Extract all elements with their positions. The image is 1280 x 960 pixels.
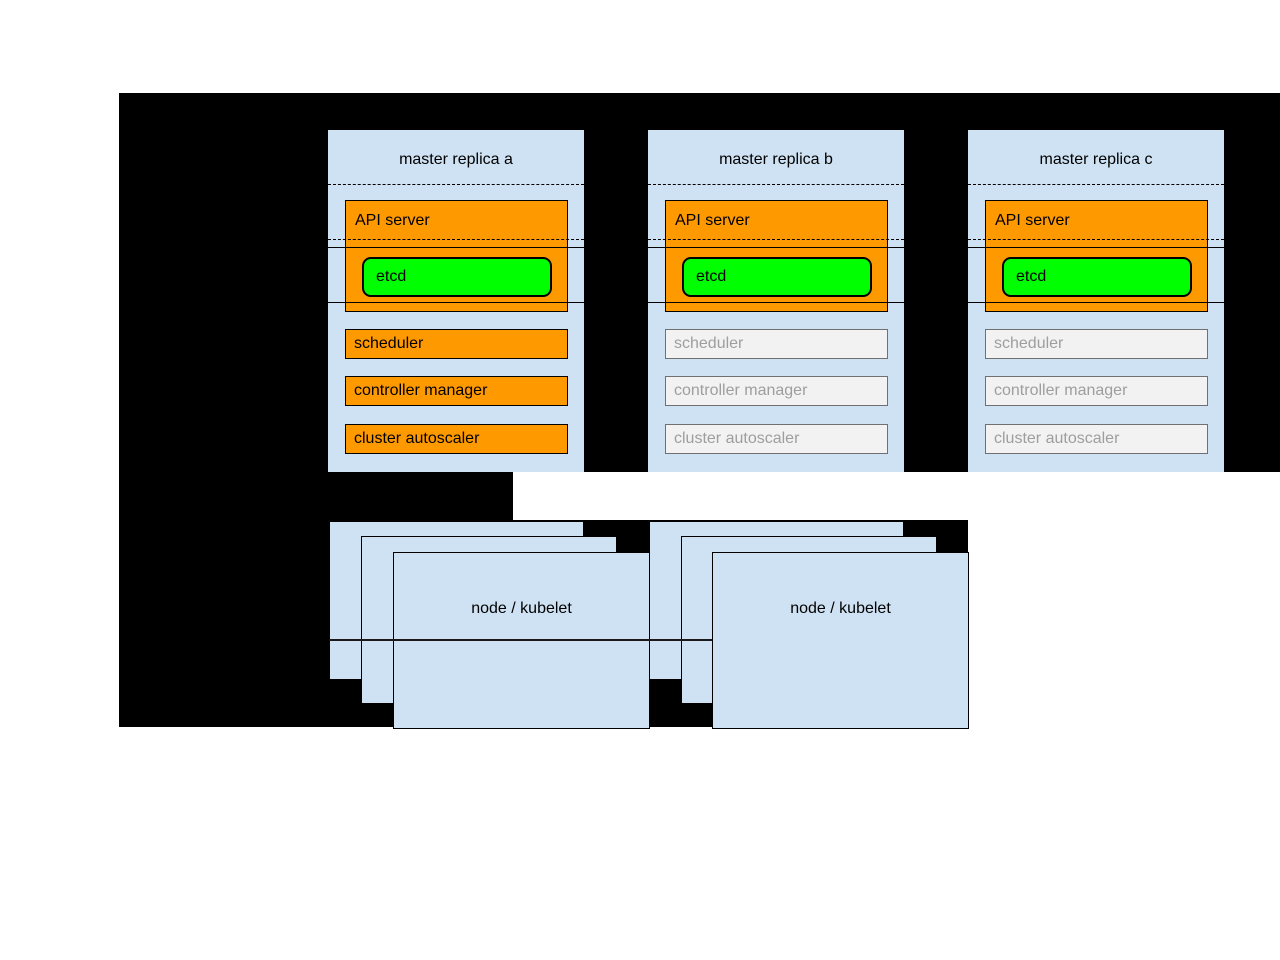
- master-replica-c: master replica c API server etcd schedul…: [968, 130, 1224, 472]
- zone-divider-solid: [968, 247, 1224, 248]
- master-replica-a: master replica a API server etcd schedul…: [328, 130, 584, 472]
- controller-manager-box: controller manager: [985, 376, 1208, 406]
- node-kubelet-label: node / kubelet: [471, 600, 572, 617]
- zone-divider-solid: [968, 302, 1224, 303]
- zone-divider-dashed: [648, 239, 904, 240]
- etcd-box: etcd: [682, 257, 872, 297]
- zone-divider-solid: [648, 302, 904, 303]
- api-server-box: API server etcd: [345, 200, 568, 312]
- etcd-box: etcd: [362, 257, 552, 297]
- cluster-autoscaler-box: cluster autoscaler: [985, 424, 1208, 454]
- zone-divider-solid: [328, 302, 584, 303]
- zone-divider-dashed: [968, 239, 1224, 240]
- node-zone-line: [329, 639, 712, 641]
- master-replica-a-title: master replica a: [399, 151, 513, 168]
- etcd-box: etcd: [1002, 257, 1192, 297]
- zone-divider-dashed: [328, 184, 584, 185]
- api-server-label: API server: [675, 212, 750, 229]
- api-server-label: API server: [995, 212, 1070, 229]
- master-replica-b-title: master replica b: [719, 151, 833, 168]
- scheduler-box: scheduler: [345, 329, 568, 359]
- api-server-box: API server etcd: [985, 200, 1208, 312]
- node-stack-2-front: node / kubelet: [712, 552, 969, 729]
- cluster-autoscaler-box: cluster autoscaler: [345, 424, 568, 454]
- master-replica-b: master replica b API server etcd schedul…: [648, 130, 904, 472]
- master-replica-c-title: master replica c: [1039, 151, 1153, 168]
- node-kubelet-label: node / kubelet: [790, 600, 891, 617]
- scheduler-box: scheduler: [665, 329, 888, 359]
- api-server-label: API server: [355, 212, 430, 229]
- api-server-box: API server etcd: [665, 200, 888, 312]
- zone-divider-solid: [328, 247, 584, 248]
- zone-divider-dashed: [648, 184, 904, 185]
- scheduler-box: scheduler: [985, 329, 1208, 359]
- cluster-autoscaler-box: cluster autoscaler: [665, 424, 888, 454]
- zone-divider-dashed: [968, 184, 1224, 185]
- zone-divider-solid: [648, 247, 904, 248]
- zone-divider-dashed: [328, 239, 584, 240]
- controller-manager-box: controller manager: [665, 376, 888, 406]
- controller-manager-box: controller manager: [345, 376, 568, 406]
